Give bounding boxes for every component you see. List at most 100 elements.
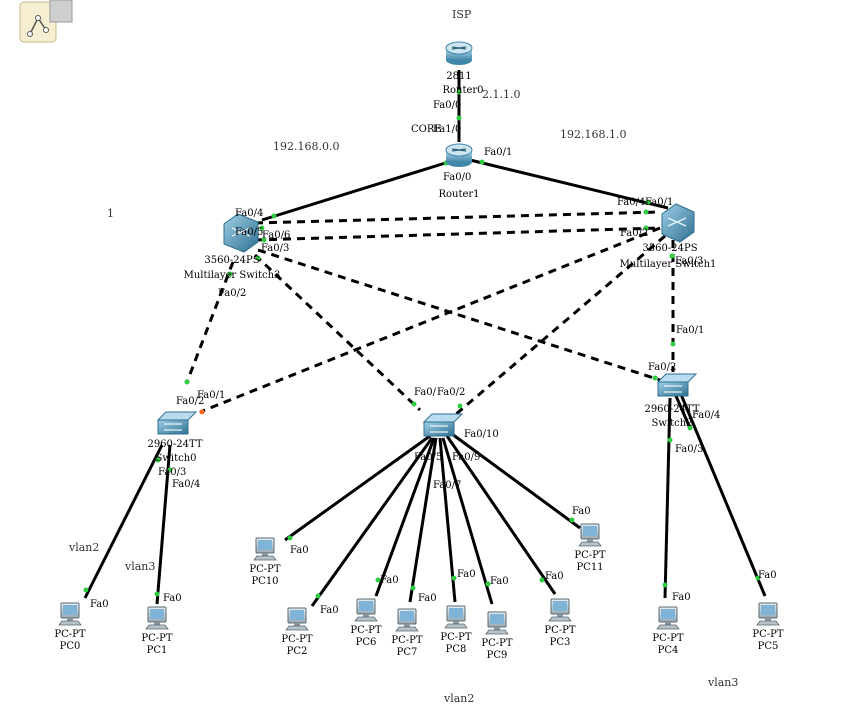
network-label-1921: 192.168.1.0 <box>560 128 626 141</box>
link-router1-mls1[interactable] <box>469 158 669 210</box>
switch-icon <box>156 411 198 435</box>
router0-name-label: Router0 <box>442 85 483 96</box>
vlan3-right-label: vlan3 <box>707 676 738 689</box>
multilayer-switch-icon <box>661 203 695 243</box>
port-label: Fa0/5 <box>414 452 442 463</box>
vlan2-bottom-label: vlan2 <box>443 692 474 705</box>
pc10-name-label: PC10 <box>251 576 278 587</box>
pc6-fa0-port-label: Fa0 <box>380 575 399 586</box>
mls1-model-label: 3560-24PS <box>642 243 697 254</box>
pc11-type-label: PC-PT <box>574 550 605 561</box>
link-switch0-pc0[interactable] <box>83 444 164 599</box>
link-switchc-pc7[interactable] <box>408 437 438 603</box>
center-switch-device[interactable] <box>422 413 464 437</box>
router1-name-label: Router1 <box>438 189 479 200</box>
pc3-name-label: PC3 <box>550 637 571 648</box>
link-switchc-pc6[interactable] <box>374 437 436 597</box>
pc9-name-label: PC9 <box>487 650 508 661</box>
link-switch0-pc1[interactable] <box>155 444 172 605</box>
pc9-fa0-port-label: Fa0 <box>490 576 509 587</box>
port-label: Fa0/1 <box>645 197 673 208</box>
router0-device[interactable]: 2811 Router0 <box>442 41 484 96</box>
port-label: Fa0/3 <box>261 243 289 254</box>
pc-devices: PC-PTPC0Fa0PC-PTPC1Fa0PC-PTPC10Fa0PC-PTP… <box>54 506 783 661</box>
link-router1-mls3[interactable] <box>261 158 456 222</box>
port-label: Fa0/6 <box>262 230 290 241</box>
link-switch2-pc4b[interactable] <box>674 395 692 429</box>
link-mls1-switch0[interactable] <box>199 226 661 414</box>
port-label: Fa0/3 <box>158 467 186 478</box>
port-label: Fa0/4 <box>692 410 720 421</box>
pc-icon <box>656 606 680 630</box>
switch2-model-label: 2960-24TT <box>644 404 699 415</box>
pc4-name-label: PC4 <box>658 645 679 656</box>
pc10-type-label: PC-PT <box>249 564 280 575</box>
pc5-type-label: PC-PT <box>752 629 783 640</box>
port-label: Fa0/0 <box>443 172 471 183</box>
switch0-model-label: 2960-24TT <box>147 439 202 450</box>
pc2-name-label: PC2 <box>287 646 308 657</box>
pc8-fa0-port-label: Fa0 <box>457 569 476 580</box>
pc10-fa0-port-label: Fa0 <box>290 545 309 556</box>
link-switchc-pc10[interactable] <box>284 434 431 542</box>
link-switchc-pc2[interactable] <box>310 437 434 607</box>
link-mls1-switchc[interactable] <box>454 234 666 417</box>
pc1-fa0-port-label: Fa0 <box>163 593 182 604</box>
router1-device[interactable]: Router1 <box>438 143 480 200</box>
switch0-device[interactable]: 2960-24TT Switch0 <box>147 411 203 464</box>
pc5-name-label: PC5 <box>758 641 779 652</box>
port-label: Fa0/10 <box>464 429 499 440</box>
pc3-fa0-port-label: Fa0 <box>545 571 564 582</box>
pc-icon <box>253 537 277 561</box>
link-switch2-pc4[interactable] <box>663 397 672 599</box>
link-mls3-mls1-a[interactable] <box>254 210 661 225</box>
port-label: Fa0/2 <box>218 288 246 299</box>
pc-icon <box>756 602 780 626</box>
port-label: Fa0/2 <box>620 228 648 239</box>
link-mls3-switch2[interactable] <box>257 248 661 382</box>
pc1-name-label: PC1 <box>147 645 168 656</box>
pc-icon <box>578 523 602 547</box>
multilayer-switch3-device[interactable]: 3560-24PS Multilayer Switch3 <box>184 213 281 281</box>
multilayer-switch1-device[interactable]: 3560-24PS Multilayer Switch1 <box>620 203 717 270</box>
pc9-type-label: PC-PT <box>481 638 512 649</box>
link-mls3-switch0[interactable] <box>185 261 235 383</box>
pc-icon <box>548 598 572 622</box>
mls1-name-label: Multilayer Switch1 <box>620 259 717 270</box>
port-labels: Fa0/0 Fa1/0 Fa0/0 Fa0/1 Fa0/4 Fa0/5 Fa0/… <box>158 100 720 491</box>
link-switchc-pc11[interactable] <box>451 432 581 530</box>
link-switch2-pc5[interactable] <box>678 391 767 597</box>
workspace-palette-icon[interactable] <box>19 0 73 43</box>
pc4-type-label: PC-PT <box>652 633 683 644</box>
port-label: Fa1/0 <box>433 124 461 135</box>
pc-icon <box>485 611 509 635</box>
pc-icon <box>58 602 82 626</box>
link-mls3-mls1-b[interactable] <box>254 226 661 242</box>
pc-icon <box>395 608 419 632</box>
link-mls3-switchc[interactable] <box>253 253 422 412</box>
core-label: CORE <box>411 124 442 135</box>
switch-icon <box>422 413 464 437</box>
isp-label: ISP <box>452 8 472 21</box>
port-label: Fa0/4 <box>235 208 263 219</box>
port-label: Fa0/3 <box>675 444 703 455</box>
link-switchc-pc8[interactable] <box>438 437 457 603</box>
network-labels: ISP 2.1.1.0 CORE 192.168.0.0 192.168.1.0… <box>68 8 738 705</box>
network-label-1920: 192.168.0.0 <box>273 140 339 153</box>
port-label: Fa0/0 <box>433 100 461 111</box>
switch2-device[interactable]: 2960-24TT Switch2 <box>644 373 700 429</box>
link-switchc-pc3[interactable] <box>445 435 557 595</box>
link-switchc-pc9[interactable] <box>441 437 494 605</box>
